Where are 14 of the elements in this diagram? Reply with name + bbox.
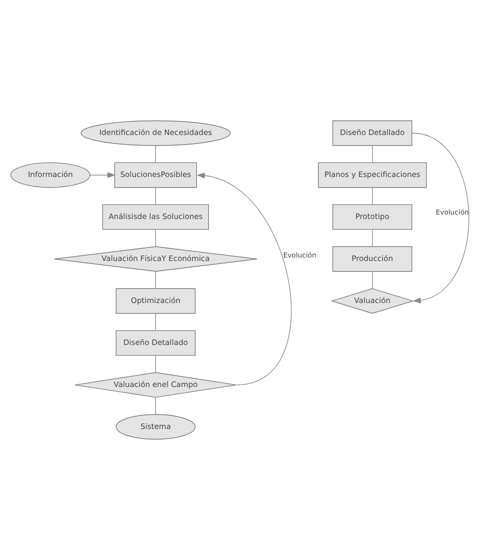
connector bbox=[155, 313, 156, 331]
connector bbox=[372, 145, 373, 163]
connector bbox=[372, 271, 373, 289]
connector bbox=[155, 355, 156, 373]
arrow bbox=[196, 172, 292, 386]
connector bbox=[155, 187, 156, 205]
arrow bbox=[412, 132, 470, 304]
connector bbox=[155, 145, 156, 163]
connector bbox=[372, 229, 373, 247]
connector bbox=[155, 396, 156, 415]
arrow bbox=[90, 172, 116, 178]
connector bbox=[372, 187, 373, 205]
connector bbox=[155, 229, 156, 247]
connector bbox=[155, 271, 156, 289]
